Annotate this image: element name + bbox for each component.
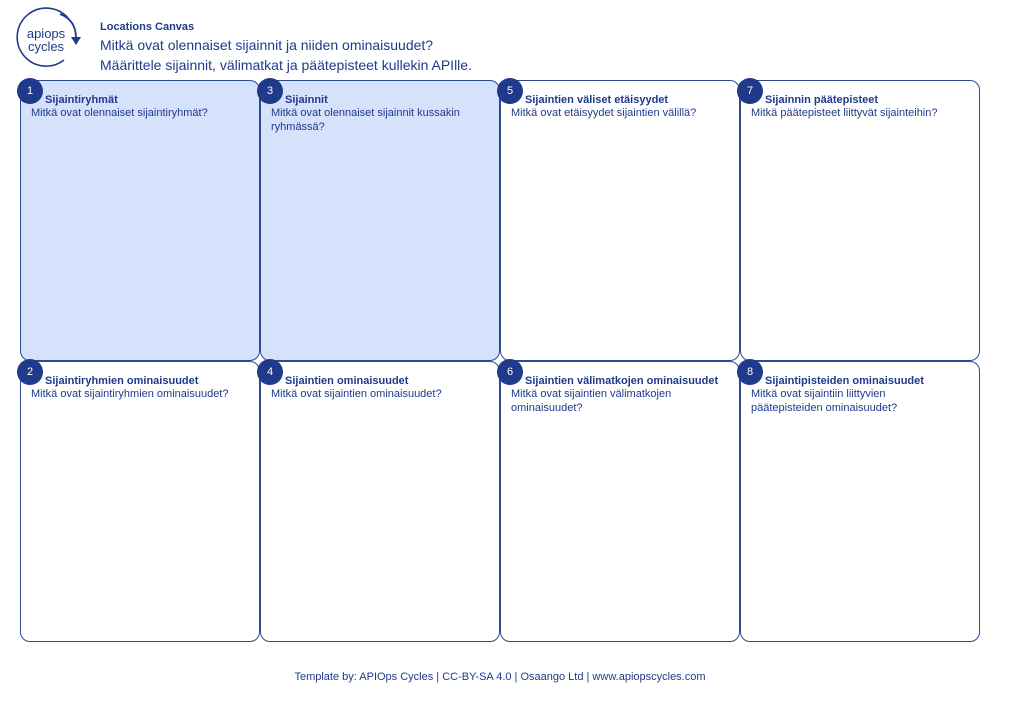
cell-number-badge: 6 (497, 359, 523, 385)
canvas-cell-location-properties[interactable]: Sijaintien ominaisuudet Mitkä ovat sijai… (260, 361, 500, 642)
canvas-cell-location-groups[interactable]: Sijaintiryhmät Mitkä ovat olennaiset sij… (20, 80, 260, 361)
canvas-cell-locations[interactable]: Sijainnit Mitkä ovat olennaiset sijainni… (260, 80, 500, 361)
cycle-arrow-icon: apiops cycles (16, 7, 81, 67)
logo-text-line2: cycles (28, 39, 65, 54)
cell-title: Sijaintien ominaisuudet (285, 375, 409, 387)
canvas-subtitle-instruction: Määrittele sijainnit, välimatkat ja päät… (100, 57, 472, 73)
canvas-title: Locations Canvas (100, 21, 195, 33)
footer-credits: Template by: APIOps Cycles | CC-BY-SA 4.… (294, 671, 706, 683)
cell-number-badge: 4 (257, 359, 283, 385)
cell-number-badge: 2 (17, 359, 43, 385)
cell-number-badge: 8 (737, 359, 763, 385)
canvas-cell-location-group-properties[interactable]: Sijaintiryhmien ominaisuudet Mitkä ovat … (20, 361, 260, 642)
canvas-cell-endpoint-properties[interactable]: Sijaintipisteiden ominaisuudet Mitkä ova… (740, 361, 980, 642)
canvas-cell-location-endpoints[interactable]: Sijainnin päätepisteet Mitkä päätepistee… (740, 80, 980, 361)
cell-title: Sijaintien väliset etäisyydet (525, 94, 669, 106)
cell-description: Mitkä ovat sijaintien välimatkojen omina… (511, 388, 672, 414)
cell-description: Mitkä ovat sijaintiin liittyvien päätepi… (751, 388, 898, 414)
cell-description: Mitkä ovat etäisyydet sijaintien välillä… (511, 107, 697, 119)
cell-title: Sijaintien välimatkojen ominaisuudet (525, 375, 719, 387)
cell-title: Sijaintiryhmät (45, 94, 118, 106)
cell-description: Mitkä ovat olennaiset sijainnit kussakin… (271, 107, 460, 133)
cell-title: Sijainnin päätepisteet (765, 94, 879, 106)
apiops-cycles-logo: apiops cycles (10, 6, 82, 70)
cell-title: Sijaintipisteiden ominaisuudet (765, 375, 924, 387)
canvas-subtitle-question: Mitkä ovat olennaiset sijainnit ja niide… (100, 37, 434, 53)
cell-number-badge: 5 (497, 78, 523, 104)
cell-number-badge: 1 (17, 78, 43, 104)
logo-text-line1: apiops (27, 26, 66, 41)
cell-number-badge: 7 (737, 78, 763, 104)
cell-description: Mitkä ovat sijaintiryhmien ominaisuudet? (31, 388, 229, 400)
canvas-cell-distance-properties[interactable]: Sijaintien välimatkojen ominaisuudet Mit… (500, 361, 740, 642)
cell-title: Sijainnit (285, 94, 328, 106)
cell-description: Mitkä päätepisteet liittyvät sijainteihi… (751, 107, 938, 119)
cell-description: Mitkä ovat sijaintien ominaisuudet? (271, 388, 442, 400)
canvas-cell-location-distances[interactable]: Sijaintien väliset etäisyydet Mitkä ovat… (500, 80, 740, 361)
cell-number-badge: 3 (257, 78, 283, 104)
cell-title: Sijaintiryhmien ominaisuudet (45, 375, 199, 387)
cell-description: Mitkä ovat olennaiset sijaintiryhmät? (31, 107, 208, 119)
